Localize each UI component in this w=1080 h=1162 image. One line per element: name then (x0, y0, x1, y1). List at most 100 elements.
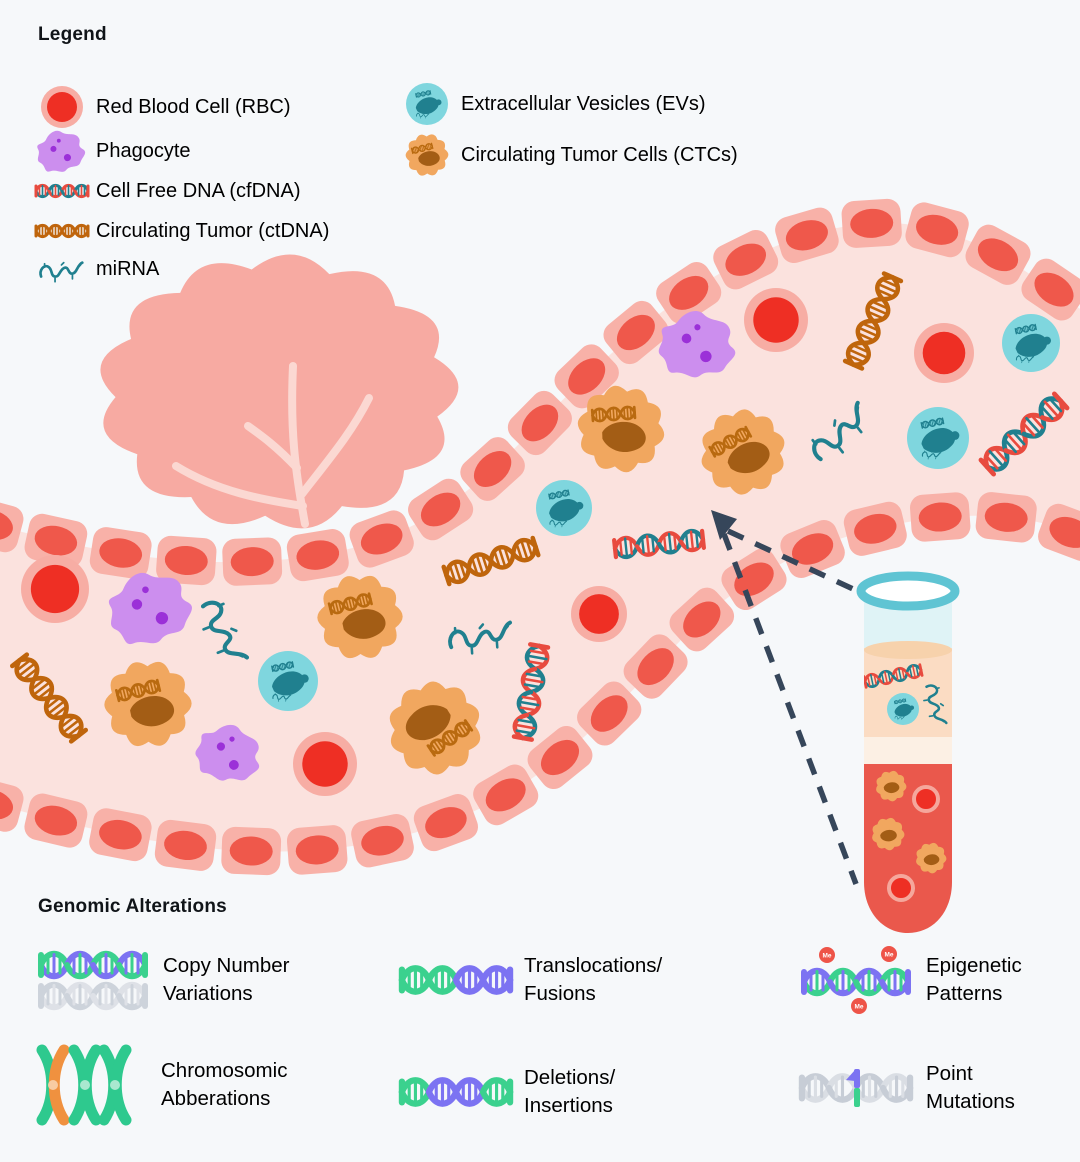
circulating-tumor-cell (104, 661, 192, 747)
endothelial-cell (408, 478, 474, 541)
dna-helix-icon (38, 950, 148, 980)
floating-dna (9, 271, 1070, 744)
endothelial-cell (975, 492, 1037, 543)
ctdna-helix (441, 535, 541, 587)
mirna-strand (549, 519, 568, 528)
tube-contents (864, 641, 952, 933)
endothelial-cell (222, 537, 283, 586)
methyl-group-dot (819, 947, 835, 963)
cfdna-helix (612, 528, 706, 560)
tube-ctc (876, 770, 907, 802)
chromosomic-abberations-icon (33, 1042, 133, 1128)
endothelial-cell (413, 794, 479, 852)
endothelial-cell (656, 262, 722, 324)
ev-dna-fragment (1014, 323, 1037, 335)
endothelial-cell (554, 344, 619, 409)
genomic-label-line: Mutations (926, 1090, 1015, 1113)
methyl-group-dot (881, 946, 897, 962)
tube-buffy-layer (864, 737, 952, 764)
deletions-insertions-icon (398, 1056, 514, 1128)
endothelial-cell (473, 764, 539, 826)
dna-helix-icon (34, 223, 90, 239)
cfdna-helix (978, 391, 1070, 477)
mirna-strand (894, 715, 905, 721)
circulating-tumor-cell (577, 385, 665, 473)
ctc-dna-fragment (590, 405, 637, 423)
genomic-item-translocations: Translocations/ Fusions (398, 944, 662, 1016)
endothelial-cell (603, 300, 669, 365)
dna-helix-icon (398, 1077, 514, 1107)
genomic-label-line: Point (926, 1062, 973, 1085)
legend-item-label: Extracellular Vesicles (EVs) (461, 92, 706, 115)
ctc-dna-fragment (327, 592, 373, 616)
genomic-label-line: Fusions (524, 982, 596, 1005)
callout-dashed-line (721, 533, 859, 885)
ev-dna-fragment (271, 661, 295, 673)
circulating-tumor-cell (389, 681, 481, 775)
endothelial-cell (623, 634, 688, 699)
mirna-icon (34, 246, 90, 292)
sample-callout (711, 510, 859, 885)
legend-item-label: Phagocyte (96, 139, 191, 162)
blood-cells (21, 288, 1060, 796)
legend-item-label: Red Blood Cell (RBC) (96, 95, 291, 118)
ctc-dna-fragment (426, 719, 474, 757)
phagocyte-cell (658, 311, 736, 378)
svg-text:Me: Me (822, 952, 831, 959)
ctc-dna-fragment (410, 142, 434, 155)
genomic-label-line: Variations (163, 982, 253, 1005)
mirna-strand (923, 684, 948, 725)
endothelial-cell (1021, 258, 1080, 321)
copy-number-variations-icon (33, 938, 153, 1022)
ev-dna-fragment (548, 489, 570, 500)
endothelial-cell (577, 681, 642, 746)
methyl-group-dot (851, 998, 867, 1014)
mirna-strand (272, 693, 292, 702)
cfdna-helix (511, 642, 551, 742)
chromosome (36, 1044, 70, 1126)
callout-dashed-line (726, 528, 855, 592)
genomic-item-point-mutations: Point Mutations (796, 1050, 1015, 1126)
ev-dna-fragment (415, 90, 432, 98)
endothelial-cell (905, 202, 969, 258)
ctdna-helix (9, 652, 89, 744)
genomic-label-line: Insertions (524, 1094, 613, 1117)
endothelial-cell (156, 535, 217, 586)
legend-item-label: Circulating Tumor Cells (CTCs) (461, 143, 738, 166)
endothelial-cell (286, 825, 348, 875)
legend-item-mirna: miRNA (34, 246, 159, 292)
ctc-dna-fragment (115, 678, 162, 703)
endothelial-cell (0, 497, 24, 553)
genomic-item-copy-number: Copy Number Variations (33, 938, 289, 1022)
dna-helix-icon (38, 981, 148, 1011)
endothelial-cell (507, 390, 572, 456)
endothelial-cell (349, 510, 414, 568)
genomic-label-line: Copy Number (163, 954, 290, 977)
dna-helix-icon (398, 965, 514, 995)
ev-dna-fragment (920, 417, 945, 429)
endothelial-cell (0, 777, 24, 832)
endothelial-cell (527, 725, 593, 790)
endothelial-cell (89, 527, 152, 579)
tumor-vessel-branch (244, 422, 301, 472)
phagocyte-icon (34, 128, 90, 174)
ctc-icon (399, 132, 455, 178)
svg-text:Me: Me (854, 1003, 863, 1010)
extracellular-vesicle (907, 407, 969, 469)
genomic-item-chromosomic: Chromosomic Abberations (33, 1042, 287, 1128)
dna-helix-icon (34, 183, 90, 199)
endothelial-cell (24, 793, 88, 848)
chromosome (68, 1044, 102, 1126)
endothelial-cell (965, 224, 1031, 285)
point-mutations-icon (796, 1050, 916, 1126)
circulating-tumor-cell (317, 575, 403, 659)
circulating-tumor-cell (405, 134, 449, 176)
phagocyte-cell (195, 725, 260, 781)
genomic-label-line: Abberations (161, 1087, 271, 1110)
endothelial-cell (154, 819, 217, 871)
extracellular-vesicle (1002, 314, 1060, 372)
endothelial-cell (910, 492, 971, 542)
endothelial-cell (351, 813, 414, 868)
